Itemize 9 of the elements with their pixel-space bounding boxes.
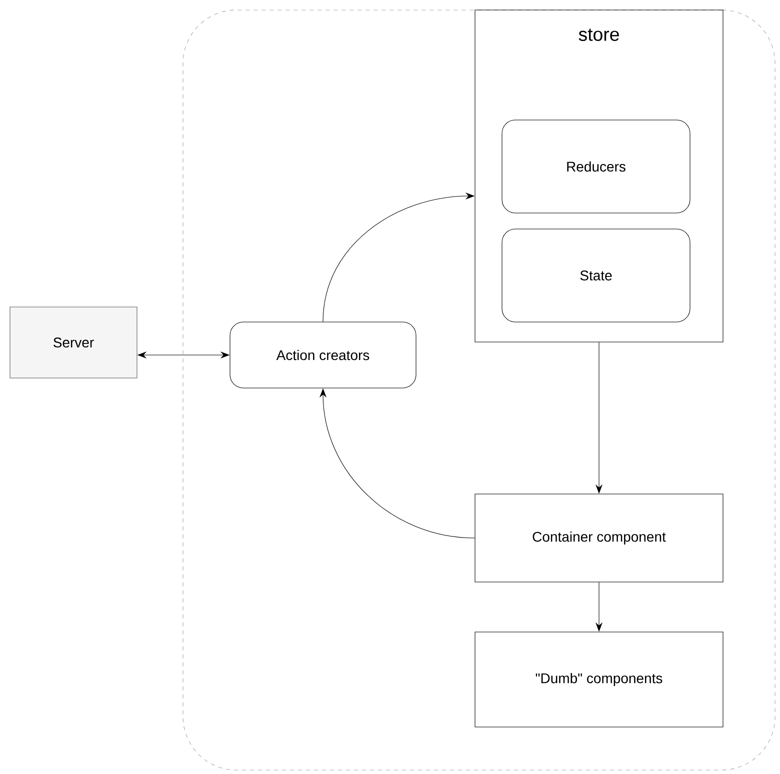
process-box: Action creators (230, 322, 416, 388)
dashed-boundary (182, 10, 776, 770)
process-box: Reducers (502, 120, 690, 214)
component-box: "Dumb" components (474, 632, 724, 728)
store-box (474, 10, 724, 342)
process-box: State (502, 228, 690, 322)
heading: store (578, 28, 619, 41)
server-box: Server (10, 306, 138, 378)
component-box: Container component (474, 494, 724, 582)
